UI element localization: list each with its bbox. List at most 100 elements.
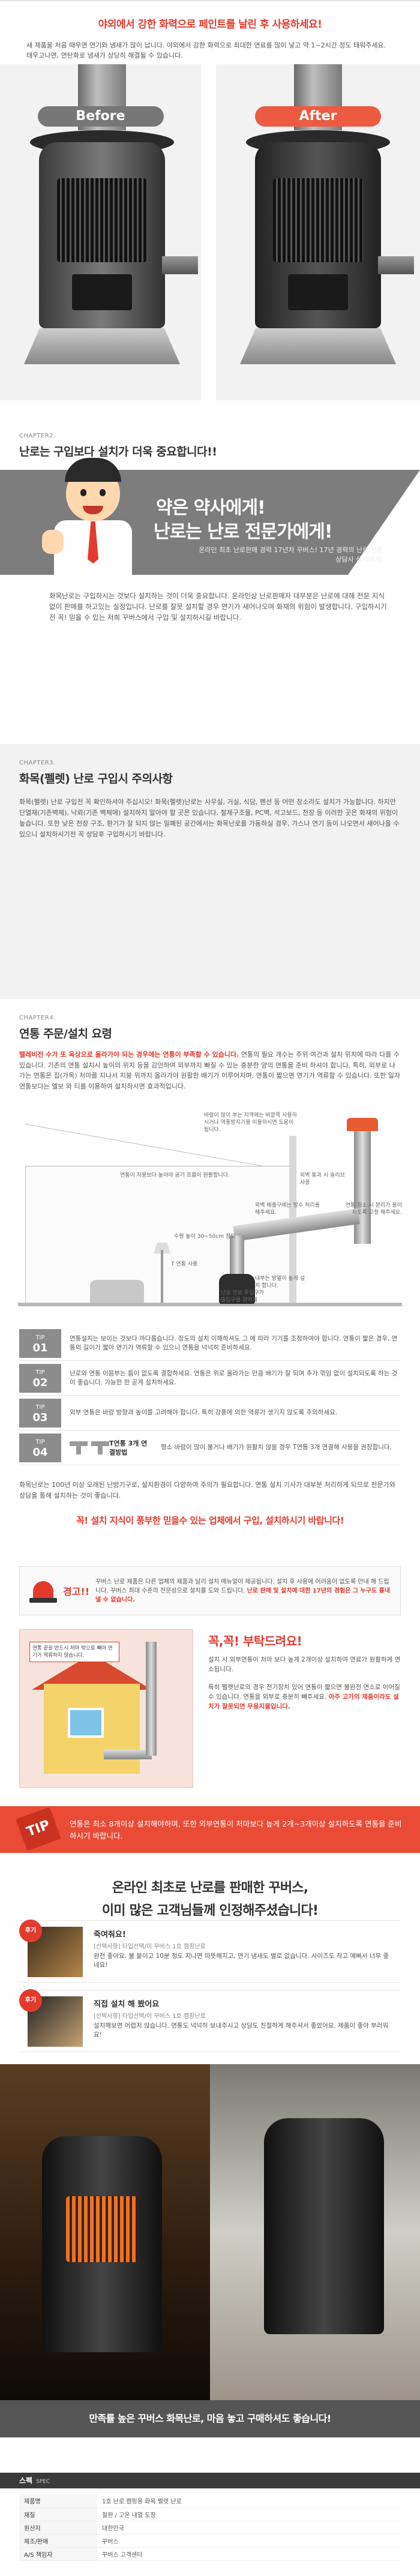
callout-wind: 바람이 많이 부는 지역에는 바깥쪽 사용하시거나 역풍방지기를 이용하시면 도…	[204, 1112, 298, 1133]
before-photo: Before	[0, 64, 201, 400]
customer-photo	[0, 2064, 210, 2400]
chapter4-label: CHAPTER4.	[19, 1015, 56, 1021]
review-body: 완전 좋아요. 불 붙이고 10분 정도 지나면 따뜻해지고, 연기 냄새도 별…	[94, 1953, 389, 1969]
stove-after-image	[240, 64, 414, 370]
siren-icon	[28, 1578, 58, 1604]
before-label: Before	[37, 106, 164, 127]
chapter3-title: 화목(펠렛) 난로 구입시 주의사항	[19, 772, 173, 785]
before-after-photos: Before After	[0, 64, 420, 400]
warning-box: 경고!! 꾸버스 난로 제품은 다른 업체의 제품과 달리 설치 매뉴얼이 제공…	[19, 1566, 401, 1615]
tip4-label: T연통 3개 연결방법	[109, 1439, 148, 1456]
mascot-thumbs-up-image	[42, 458, 144, 614]
stove-icon	[219, 1274, 255, 1304]
after-photo: After	[216, 64, 420, 400]
tip-text: 난로와 연통 이음부는 틈이 없도록 결합하세요. 연통은 위로 올라가는 만큼…	[70, 1369, 398, 1386]
callout-fuel-door: 난로 연료 투입구가 출입구를 향하게	[221, 1290, 264, 1303]
customer-photo	[210, 2064, 420, 2400]
reviews-headline-2: 이미 많은 고객님들께 인정해주셨습니다!	[101, 1903, 319, 1918]
callout-t-pipe: T 연통 사용	[171, 1261, 198, 1267]
review-card[interactable]: 후기 직접 설치 해 봤어요 [선택사항] 타입선택/이 꾸버스 1호 캠핑난로…	[19, 1989, 401, 2052]
chapter4-body-red: 텔레비전 수가 또 옥상으로 올라가야 되는 경우에는 연통이 부족할 수 있습…	[19, 1051, 239, 1058]
chapter3-label: CHAPTER3.	[19, 760, 56, 766]
sofa-icon	[90, 1280, 144, 1303]
reviews-section: 온라인 최초로 난로를 판매한 꾸버스, 이미 많은 고객님들께 인정해주셨습니…	[0, 1853, 420, 2456]
callout-insulation: 내부는 방열이 높게 설치 합니다.	[255, 1276, 305, 1289]
review-photo: 후기	[19, 1920, 83, 1977]
review-badge: 후기	[19, 1920, 42, 1942]
callout-roof: 연통이 지붕보다 높아야 공기 흐름이 원활합니다.	[120, 1172, 230, 1178]
review-meta: [선택사항] 타입선택/이 꾸버스 1호 캠핑난로	[94, 1944, 206, 1950]
chapter4-title: 연통 주문/설치 요령	[19, 1027, 112, 1040]
warning-title: 경고!!	[63, 1586, 90, 1597]
reviews-headline-1: 온라인 최초로 난로를 판매한 꾸버스,	[112, 1881, 308, 1896]
stove-pipe	[230, 1235, 244, 1277]
banner-headline-2: 난로는 난로 전문가에게!	[154, 521, 333, 542]
t-pipe-icon	[91, 1441, 109, 1455]
t-pipe-icons	[61, 1441, 109, 1455]
chapter2-title: 난로는 구입보다 설치가 더욱 중요합니다!!	[19, 445, 217, 458]
lamp-icon	[154, 1243, 170, 1253]
tip-text: 외부 연통은 바람 방향과 높이를 고려해야 합니다. 특히 강풍에 의한 역류…	[70, 1409, 338, 1416]
t-pipe-icon	[70, 1441, 88, 1455]
expert-banner: 약은 약사에게! 난로는 난로 전문가에게! 온라인 최초 난로판매 경력 17…	[0, 458, 420, 592]
chapter3-section: CHAPTER3. 화목(펠렛) 난로 구입시 주의사항 화목(펠렛) 난로 구…	[0, 744, 420, 999]
review-body: 설치해보면 어렵지 않습니다. 연통도 넉넉히 보내주시고 상담도 친절하게 해…	[94, 2022, 389, 2038]
chapter2-section: CHAPTER2. 난로는 구입보다 설치가 더욱 중요합니다!! 약은 약사에…	[0, 417, 420, 623]
review-title: 직접 설치 해 봤어요	[94, 2000, 160, 2009]
banner-subtext: 온라인 최초 난로판매 경력 17년차 꾸버스! 17년 경력의 난로 전문 상…	[199, 546, 383, 563]
chimney-cap	[347, 1118, 378, 1131]
illustration-note: 연통 끝을 반드시 처마 밖으로 빼야 연기가 역류하지 않습니다.	[29, 1642, 119, 1662]
must-know-headline: 꼭,꼭! 부탁드려요!	[208, 1634, 302, 1648]
must-know-block: 연통 끝을 반드시 처마 밖으로 빼야 연기가 역류하지 않습니다. 꼭,꼭! …	[19, 1629, 401, 1788]
reviews-caption: 만족률 높은 꾸버스 화목난로, 마음 놓고 구매하셔도 좋습니다!	[0, 2400, 420, 2437]
review-photo: 후기	[19, 1989, 83, 2047]
after-label: After	[255, 106, 381, 127]
must-know-text: 꼭,꼭! 부탁드려요! 설치 시 외부연통이 처마 보다 높게 2개이상 설치하…	[208, 1629, 401, 1711]
chapter4-body-text: 연통의 필요 개수는 주위 여건과 설치 위치에 따라 다를 수 있습니다. 기…	[19, 1051, 401, 1090]
chapter4-body-2: 화목난로는 100년 이상 오래된 난방기구로, 설치환경이 다양하여 주의가 …	[19, 1481, 395, 1500]
chapter4-emphasis: 꼭! 설치 지식이 풍부한 믿을수 있는 업체에서 구입, 설치하시기 바랍니다…	[76, 1515, 344, 1526]
must-know-body-2: 특히 펠렛난로의 경우 전기장치 있어 연통이 짧으면 불완전 연소로 이어질 …	[208, 1684, 400, 1710]
tip-banner-text: 연통은 최소 8개이상 설치해야하며, 또한 외부연통이 처마보다 높게 2개~…	[70, 1819, 402, 1840]
chapter4-body: 텔레비전 수가 또 옥상으로 올라가야 되는 경우에는 연통이 부족할 수 있습…	[0, 1041, 420, 1091]
tip-banner: TIP 연통은 최소 8개이상 설치해야하며, 또한 외부연통이 처마보다 높게…	[0, 1806, 420, 1853]
tip-text: 평소 바람이 많이 불거나 배기가 원활치 않을 경우 T연통 3개 연결해 사…	[161, 1444, 392, 1451]
warning-text: 꾸버스 난로 제품은 다른 업체의 제품과 달리 설치 매뉴얼이 제공됩니다. …	[95, 1578, 391, 1603]
review-badge: 후기	[19, 1989, 42, 2012]
hero-description: 새 제품을 처음 때우면 연기와 냄새가 많이 납니다. 야외에서 강한 화력으…	[26, 41, 386, 59]
banner-headline-1: 약은 약사에게!	[156, 497, 266, 518]
chapter2-label: CHAPTER2.	[19, 433, 56, 439]
chimney-pipe-vertical	[354, 1130, 371, 1244]
review-meta: [선택사항] 타입선택/이 꾸버스 1호 캠핑난로	[94, 2013, 206, 2020]
house-chimney-illustration: 연통 끝을 반드시 처마 밖으로 빼야 연기가 역류하지 않습니다.	[19, 1629, 193, 1788]
callout-cleaning: 연통 청소 시 분리가 용이하도록 고정 해주세요.	[345, 1202, 402, 1216]
chapter3-body: 화목(펠렛) 난로 구입전 꼭 확인하셔야 주십시오! 화목(펠렛)난로는 사무…	[19, 798, 400, 838]
callout-sleeve: 외벽 통과 시 슬리브 사용	[300, 1172, 345, 1186]
chapter2-body: 화목난로는 구입하시는 것보다 설치하는 것이 더욱 중요합니다. 온라인상 난…	[49, 592, 387, 622]
callout-waterproof: 외벽 배출구에는 방수 처리를 해주세요.	[255, 1202, 320, 1216]
customer-photos	[0, 2064, 420, 2400]
chapter4-section: CHAPTER4. 연통 주문/설치 요령 텔레비전 수가 또 옥상으로 올라가…	[0, 999, 420, 1527]
callout-height: 수평 높이 30~50cm 정도	[174, 1234, 236, 1240]
review-card[interactable]: 후기 죽여줘요! [선택사항] 타입선택/이 꾸버스 1호 캠핑난로 완전 좋아…	[19, 1920, 401, 1983]
hero-section: 야외에서 강한 화력으로 페인트를 날린 후 사용하세요! 새 제품을 처음 때…	[0, 0, 420, 417]
tip-tag-icon: TIP	[16, 1807, 61, 1851]
tip-text: 연통설치는 보이는 것보다 까다롭습니다. 정도의 설치 이해하셔도 그 에 따…	[70, 1335, 398, 1351]
review-title: 죽여줘요!	[94, 1930, 126, 1939]
